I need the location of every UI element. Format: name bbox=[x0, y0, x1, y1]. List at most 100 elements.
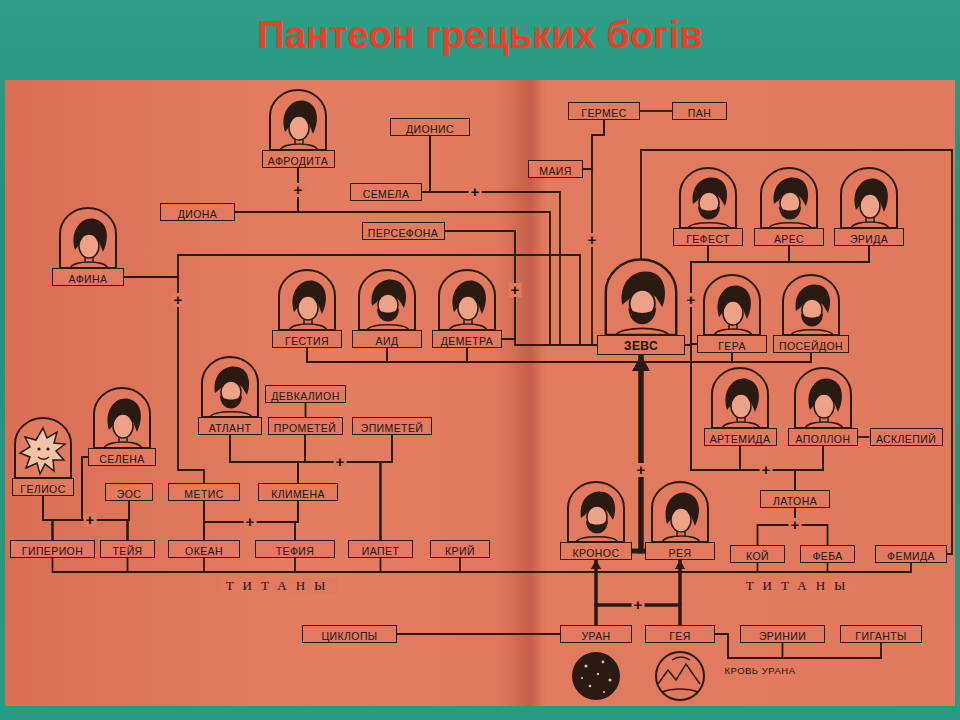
connector-line bbox=[204, 558, 596, 625]
name-text: ДЕМЕТРА bbox=[441, 334, 493, 349]
name-text: ТЕФИЯ bbox=[276, 544, 315, 559]
connector-line bbox=[583, 120, 604, 169]
ares-portrait bbox=[761, 168, 817, 228]
name-text: РЕЯ bbox=[669, 546, 692, 561]
arrow-head bbox=[675, 560, 685, 569]
name-box: ОКЕАН bbox=[168, 540, 240, 558]
name-text: ОКЕАН bbox=[185, 544, 223, 559]
apollo-portrait bbox=[795, 368, 851, 428]
name-text: СЕЛЕНА bbox=[99, 452, 144, 467]
connector bbox=[632, 353, 811, 551]
name-text: АПОЛЛОН bbox=[796, 432, 851, 447]
connector bbox=[685, 246, 869, 345]
name-box: КЛИМЕНА bbox=[258, 483, 338, 501]
connector-line bbox=[298, 168, 597, 345]
name-text: ГИПЕРИОН bbox=[22, 544, 83, 559]
connector bbox=[204, 501, 298, 540]
connector bbox=[128, 558, 597, 625]
name-text: ЦИКЛОПЫ bbox=[321, 629, 377, 644]
name-box: ДЕВКАЛИОН bbox=[265, 385, 346, 403]
name-box: ФЕБА bbox=[800, 545, 855, 563]
connector bbox=[387, 348, 645, 551]
name-text: СЕМЕЛА bbox=[363, 187, 410, 202]
name-box: КРОНОС bbox=[560, 542, 632, 560]
name-box: РЕЯ bbox=[645, 542, 715, 560]
connector bbox=[460, 558, 596, 625]
connector bbox=[298, 435, 392, 483]
atlas-portrait bbox=[202, 357, 258, 417]
connector bbox=[295, 558, 596, 625]
connector bbox=[685, 246, 789, 345]
name-box: СЕМЕЛА bbox=[350, 183, 422, 201]
earth-globe bbox=[656, 652, 704, 700]
connector bbox=[430, 136, 597, 345]
name-box: ГЕСТИЯ bbox=[272, 330, 342, 348]
connector-line bbox=[632, 353, 811, 551]
name-text: ФЕБА bbox=[812, 549, 842, 564]
connector bbox=[53, 558, 597, 625]
name-text: АСКЛЕПИЙ bbox=[876, 432, 936, 447]
name-box: ЦИКЛОПЫ bbox=[302, 625, 397, 643]
name-text: ГЕЛИОС bbox=[20, 482, 65, 497]
name-text: АРТЕМИДА bbox=[710, 432, 771, 447]
connector bbox=[675, 560, 685, 625]
name-text: ГЕФЕСТ bbox=[686, 232, 730, 247]
connector bbox=[230, 435, 381, 540]
aphrodite-portrait bbox=[270, 90, 326, 150]
connector bbox=[641, 353, 811, 551]
connector bbox=[235, 168, 298, 212]
connector-line bbox=[304, 403, 306, 417]
name-box: МЕТИС bbox=[168, 483, 240, 501]
note-label: КРОВЬ УРАНА bbox=[724, 665, 795, 677]
name-text: ЭОС bbox=[117, 487, 142, 502]
name-box: АСКЛЕПИЙ bbox=[870, 428, 943, 446]
connector-line bbox=[307, 348, 641, 551]
name-box: ДЕМЕТРА bbox=[432, 330, 502, 348]
demeter-portrait bbox=[439, 270, 495, 330]
hestia-portrait bbox=[279, 270, 335, 330]
selene-portrait bbox=[94, 388, 150, 448]
connector bbox=[467, 348, 641, 551]
name-box: ГИПЕРИОН bbox=[10, 540, 95, 558]
connector bbox=[591, 560, 680, 625]
name-text: ГИГАНТЫ bbox=[855, 629, 906, 644]
name-text: АТЛАНТ bbox=[209, 421, 252, 436]
artemis-portrait bbox=[712, 368, 768, 428]
name-box: ИАПЕТ bbox=[348, 540, 413, 558]
name-text: АФИНА bbox=[69, 272, 108, 287]
connector-line bbox=[128, 501, 130, 540]
connector-line bbox=[295, 558, 596, 625]
union-mark: + bbox=[789, 518, 802, 532]
union-mark: + bbox=[760, 463, 773, 477]
connector-line bbox=[204, 501, 298, 540]
connector bbox=[295, 501, 298, 540]
union-mark: + bbox=[586, 233, 599, 247]
union-mark: + bbox=[334, 455, 347, 469]
name-box: ЭРИНИИ bbox=[740, 625, 825, 643]
connector-line bbox=[53, 558, 597, 625]
union-mark: + bbox=[632, 598, 645, 612]
connector bbox=[305, 403, 307, 417]
name-box: АТЛАНТ bbox=[198, 417, 262, 435]
union-mark: + bbox=[172, 293, 185, 307]
connector-line bbox=[596, 560, 680, 625]
name-box: ПАН bbox=[672, 102, 727, 120]
name-box: ЭРИДА bbox=[834, 228, 904, 246]
eris-portrait bbox=[841, 168, 897, 228]
connector-line bbox=[381, 558, 597, 625]
hades-portrait bbox=[359, 270, 415, 330]
name-text: КОЙ bbox=[746, 549, 769, 564]
union-mark: + bbox=[469, 185, 482, 199]
connector bbox=[691, 246, 869, 344]
connector-line bbox=[307, 348, 645, 551]
name-text: УРАН bbox=[581, 629, 610, 644]
connector-line bbox=[381, 435, 393, 540]
title: Пантеон грецьких богів bbox=[257, 14, 702, 56]
name-text: АФРОДИТА bbox=[268, 154, 328, 169]
name-text: ГЕСТИЯ bbox=[285, 334, 329, 349]
group-label: ТИТАНЫ bbox=[222, 578, 339, 594]
name-box: АРЕС bbox=[754, 228, 824, 246]
name-box: УРАН bbox=[560, 625, 632, 643]
name-box: АИД bbox=[352, 330, 422, 348]
